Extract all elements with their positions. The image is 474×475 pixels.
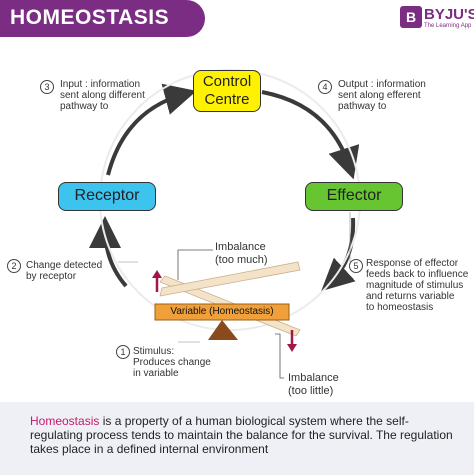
step-1-text: Stimulus: Produces change in variable bbox=[133, 346, 211, 379]
cycle-arrow-icon bbox=[89, 216, 128, 288]
down-arrow-icon bbox=[287, 330, 297, 352]
brand-logo-icon: B bbox=[400, 6, 422, 28]
header: HOMEOSTASIS B BYJU'S The Learning App bbox=[0, 0, 474, 37]
step-number: 2 bbox=[7, 259, 21, 273]
step-number: 3 bbox=[40, 80, 54, 94]
fulcrum-icon bbox=[208, 320, 238, 340]
footer bbox=[0, 402, 474, 475]
footer-description: is a property of a human biological syst… bbox=[30, 414, 453, 456]
cycle-arrow-icon bbox=[106, 83, 197, 176]
step-number: 4 bbox=[318, 80, 332, 94]
effector-box: Effector bbox=[305, 182, 403, 211]
step-5-text: Response of effector feeds back to influ… bbox=[366, 258, 469, 313]
page-title: HOMEOSTASIS bbox=[10, 6, 170, 29]
brand-tagline: The Learning App bbox=[424, 23, 472, 29]
step-number: 1 bbox=[116, 345, 130, 359]
step-3-text: Input : information sent along different… bbox=[60, 79, 145, 112]
control-centre-label-2: Centre bbox=[204, 91, 250, 108]
receptor-box: Receptor bbox=[58, 182, 156, 211]
title-bar: HOMEOSTASIS bbox=[0, 0, 205, 37]
control-centre-label-1: Control bbox=[202, 73, 252, 90]
up-arrow-icon bbox=[152, 270, 162, 292]
brand-name: BYJU'S bbox=[424, 6, 474, 23]
footer-keyword: Homeostasis bbox=[30, 414, 100, 428]
brand: B BYJU'S The Learning App bbox=[400, 6, 474, 34]
step-number: 5 bbox=[349, 259, 363, 273]
step-2-text: Change detected by receptor bbox=[26, 260, 103, 282]
step-4-text: Output : information sent along efferent… bbox=[338, 79, 426, 112]
footer-text: Homeostasis is a property of a human bio… bbox=[30, 414, 460, 456]
variable-label: Variable (Homeostasis) bbox=[170, 306, 274, 317]
imbalance-low-label: Imbalance (too little) bbox=[288, 372, 339, 397]
cycle-arrow-icon bbox=[261, 90, 360, 180]
imbalance-high-label: Imbalance (too much) bbox=[215, 241, 268, 266]
control-centre-box: Control Centre bbox=[193, 70, 261, 112]
